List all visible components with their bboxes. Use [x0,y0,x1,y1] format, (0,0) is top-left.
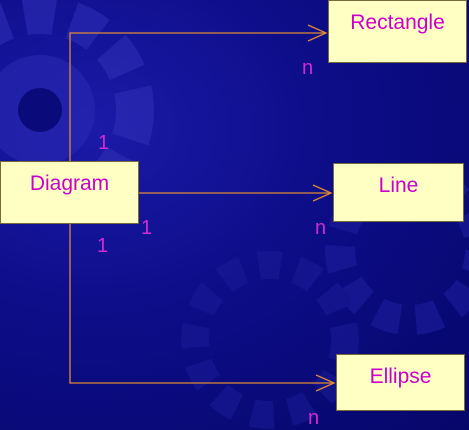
node-ellipse: Ellipse [336,354,465,411]
node-line: Line [333,163,464,222]
multiplicity-diagram-line: 1 [141,217,153,239]
edge-rectangle-arrowhead [307,24,328,42]
edge-ellipse-arrowhead [315,374,336,392]
multiplicity-ellipse: n [308,407,320,429]
multiplicity-diagram-rectangle: 1 [98,132,110,154]
node-rectangle: Rectangle [328,0,467,63]
edge-diagram-rectangle [69,32,326,161]
edge-line-arrowhead [312,184,333,202]
node-ellipse-label: Ellipse [369,365,432,388]
node-rectangle-label: Rectangle [350,11,445,34]
node-line-label: Line [378,174,419,197]
multiplicity-line: n [315,217,327,239]
edge-diagram-ellipse [69,224,334,384]
node-diagram-label: Diagram [29,172,110,195]
multiplicity-diagram-ellipse: 1 [97,235,109,257]
multiplicity-rectangle: n [302,57,314,79]
node-diagram: Diagram [0,161,139,224]
